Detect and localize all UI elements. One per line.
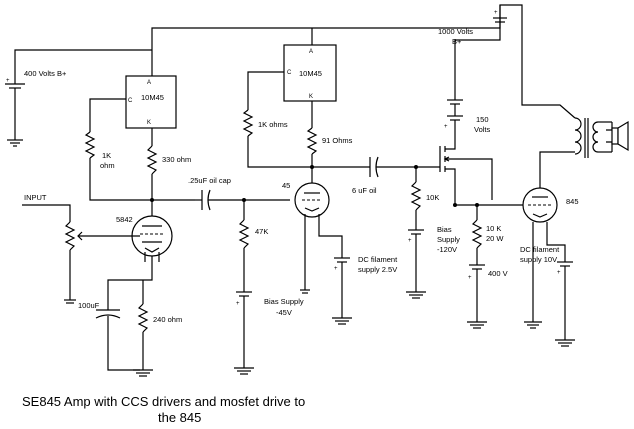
junction-dot [475, 203, 479, 207]
dcfil-25v-value: supply 2.5V [358, 265, 397, 274]
resistor-1k-ohms-label: 1K ohms [258, 120, 288, 129]
capacitor-100uf: 100uF [78, 301, 140, 371]
resistor-240-label: 240 ohm [153, 315, 182, 324]
diagram-title-line2: the 845 [158, 410, 201, 425]
bias-120v-label2: Supply [437, 235, 460, 244]
resistor-91-label: 91 Ohms [322, 136, 353, 145]
resistor-1k-label: 1K [102, 151, 111, 160]
ccs2-c-wire [247, 71, 284, 110]
bias-supply-45v: + Bias Supply -45V [234, 291, 304, 375]
ccs1-c-wire [89, 98, 126, 132]
bias-120v-label1: Bias [437, 225, 452, 234]
capacitor-6uf: 6 uF oil [352, 156, 440, 195]
capacitor-6uf-label: 6 uF oil [352, 186, 377, 195]
supply-400v-bias-plus: + [468, 275, 472, 281]
supply-150v-unit: Volts [474, 125, 491, 134]
supply-1000v-bplus: B+ [452, 37, 462, 46]
capacitor-025uf-label: .25uF oil cap [188, 176, 231, 185]
dcfil-25v-label: DC filament [358, 255, 398, 264]
supply-1000v: 1000 Volts B+ + [438, 5, 507, 116]
bias-45v-value: -45V [276, 308, 292, 317]
bias-120v-plus: + [408, 238, 412, 244]
ccs2-10m45: 10M45 A C K [283, 44, 337, 102]
tube-845: 845 [522, 187, 579, 223]
resistor-10k20w-label: 10 K [486, 224, 501, 233]
ccs1-pin-a: A [147, 80, 151, 86]
supply-400v-bias: + 400 V [467, 264, 508, 329]
resistor-240-ohm: 240 ohm [133, 280, 182, 377]
dcfil-25v-plus: + [334, 266, 338, 272]
tube-5842-label: 5842 [116, 215, 133, 224]
supply-400v-plus: + [6, 78, 10, 84]
ccs2-pin-c: C [287, 70, 292, 76]
supply-150v-label: 150 [476, 115, 489, 124]
resistor-10k-20w: 10 K 20 W [471, 205, 504, 265]
bias-45v-plus: + [236, 301, 240, 307]
plate-845-wire [539, 151, 575, 188]
resistor-330-ohm: 330 ohm [146, 145, 191, 216]
resistor-1k-ohm: 1K ohm [84, 131, 152, 201]
ccs2-pin-k: K [309, 94, 313, 100]
capacitor-100uf-label: 100uF [78, 301, 100, 310]
resistor-10k-label: 10K [426, 193, 439, 202]
ccs1-10m45: 10M45 A C K [125, 75, 177, 129]
bias-supply-120v: + Bias Supply -120V [406, 225, 460, 299]
speaker-icon [598, 120, 629, 153]
junction-dot [242, 198, 246, 202]
supply-1000v-plus: + [494, 10, 498, 16]
resistor-91-ohms: 91 Ohms [306, 127, 353, 184]
resistor-1k-unit: ohm [100, 161, 115, 170]
ccs2-pin-a: A [309, 49, 313, 55]
supply-400v-bias-label: 400 V [488, 269, 508, 278]
bias-120v-value: -120V [437, 245, 457, 254]
cathode-5842-wire [107, 256, 153, 310]
filament-45-right [318, 214, 343, 258]
supply-400v-label: 400 Volts B+ [24, 69, 67, 78]
supply-400v-battery: + 400 Volts B+ [5, 49, 152, 147]
filament-845-right [546, 222, 566, 262]
tube-45: 45 [282, 181, 330, 218]
dcfil-10v-plus: + [557, 270, 561, 276]
dc-filament-supply-10v: + DC filament supply 10V [520, 245, 575, 347]
resistor-10k20w-value: 20 W [486, 234, 504, 243]
ccs2-label: 10M45 [299, 69, 322, 78]
dcfil-10v-value: supply 10V [520, 255, 557, 264]
resistor-1k-ohms: 1K ohms [242, 109, 312, 168]
tube-45-label: 45 [282, 181, 290, 190]
ccs1-pin-c: C [128, 98, 133, 104]
resistor-10k: 10K [410, 167, 439, 230]
top-rail-wire [151, 4, 576, 119]
output-transformer [574, 117, 599, 158]
dcfil-10v-label: DC filament [520, 245, 560, 254]
supply-150v-plus: + [444, 124, 448, 130]
supply-1000v-label: 1000 Volts [438, 27, 473, 36]
ccs1-pin-k: K [147, 120, 151, 126]
diagram-title-line1: SE845 Amp with CCS drivers and mosfet dr… [22, 394, 305, 409]
resistor-330-label: 330 ohm [162, 155, 191, 164]
bias-45v-label: Bias Supply [264, 297, 304, 306]
input-label[interactable]: INPUT [24, 193, 47, 202]
ccs1-label: 10M45 [141, 93, 164, 102]
tube-845-label: 845 [566, 197, 579, 206]
input-potentiometer: INPUT [22, 193, 140, 304]
mosfet [439, 146, 493, 205]
capacitor-025uf: .25uF oil cap [188, 176, 290, 211]
resistor-47k: 47K [238, 200, 268, 292]
supply-150v: + 150 Volts [444, 115, 491, 146]
dc-filament-supply-25v: + DC filament supply 2.5V [332, 255, 398, 325]
resistor-47k-label: 47K [255, 227, 268, 236]
